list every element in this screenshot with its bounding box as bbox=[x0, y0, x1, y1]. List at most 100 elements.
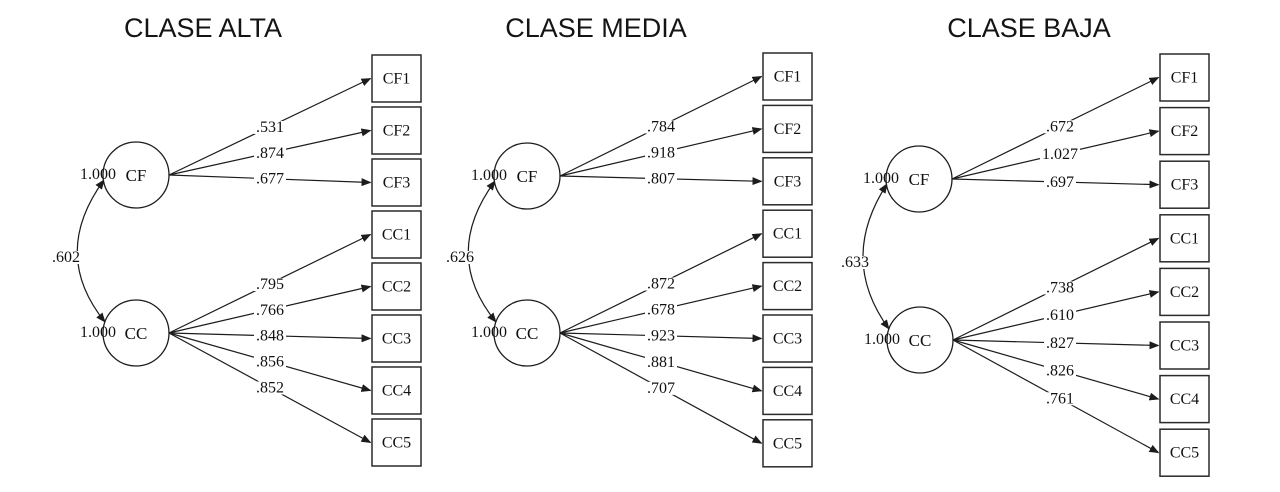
loading-label-CF-CF1: .784 bbox=[647, 118, 675, 135]
indicator-CF2-label: CF2 bbox=[774, 121, 802, 138]
indicator-CC4-box bbox=[762, 366, 813, 416]
loading-label-CF-CF3: .677 bbox=[256, 171, 284, 188]
label-mask bbox=[1044, 336, 1076, 350]
loading-label-CC-CC2: .678 bbox=[647, 302, 675, 319]
indicator-CC3-label: CC3 bbox=[1170, 338, 1199, 355]
indicator-CC5-box bbox=[1159, 428, 1210, 477]
label-mask bbox=[254, 303, 286, 317]
variance-label-CC: 1.000 bbox=[80, 324, 116, 341]
label-mask bbox=[1044, 120, 1076, 134]
indicator-CC4-box bbox=[1159, 374, 1210, 424]
indicator-CF1-label: CF1 bbox=[383, 71, 411, 88]
loading-label-CC-CC5: .852 bbox=[256, 379, 284, 396]
loading-label-CC-CC4: .826 bbox=[1046, 363, 1074, 380]
indicator-CC1-box bbox=[762, 209, 813, 258]
label-mask bbox=[254, 355, 286, 369]
indicator-CF3-label: CF3 bbox=[383, 175, 411, 192]
covariance-label: .626 bbox=[446, 249, 474, 266]
variance-label-CC: 1.000 bbox=[864, 331, 900, 348]
label-mask bbox=[645, 303, 677, 317]
latent-CC-circle bbox=[493, 299, 561, 367]
indicator-CC4-label: CC4 bbox=[1170, 391, 1199, 408]
indicator-CF3-box bbox=[1159, 160, 1210, 209]
covariance-label: .602 bbox=[52, 249, 80, 266]
indicator-CC2-label: CC2 bbox=[382, 279, 411, 296]
indicator-CC4-label: CC4 bbox=[773, 383, 802, 400]
indicator-CF3-label: CF3 bbox=[1171, 177, 1199, 194]
indicator-CF1-box bbox=[762, 52, 813, 101]
indicator-CC4-box bbox=[371, 366, 422, 415]
label-mask bbox=[1044, 309, 1076, 323]
label-mask bbox=[645, 355, 677, 369]
indicator-CC5-label: CC5 bbox=[773, 435, 802, 452]
loading-label-CF-CF3: .807 bbox=[647, 171, 675, 188]
loading-label-CC-CC5: .707 bbox=[647, 380, 675, 397]
indicator-CF2-box bbox=[1159, 106, 1210, 156]
variance-label-CF: 1.000 bbox=[863, 170, 899, 187]
label-mask bbox=[254, 146, 286, 160]
latent-CC-circle bbox=[102, 299, 170, 367]
loading-label-CC-CC3: .923 bbox=[647, 328, 675, 345]
latent-CC-label: CC bbox=[909, 331, 932, 350]
loading-label-CF-CF2: .874 bbox=[256, 145, 284, 162]
panel-title-clase-baja: CLASE BAJA bbox=[947, 13, 1111, 43]
latent-CC-circle bbox=[886, 306, 954, 374]
indicator-CC1-label: CC1 bbox=[773, 226, 802, 243]
label-mask bbox=[839, 256, 871, 269]
variance-label-CF: 1.000 bbox=[471, 167, 507, 184]
indicator-CC1-box bbox=[1159, 214, 1210, 263]
indicator-CF2-label: CF2 bbox=[1171, 123, 1199, 140]
variance-label-CF: 1.000 bbox=[80, 166, 116, 183]
indicator-CF3-box bbox=[762, 157, 813, 206]
label-mask bbox=[254, 329, 286, 343]
indicator-CF1-label: CF1 bbox=[1171, 70, 1199, 87]
indicator-CF2-box bbox=[371, 106, 422, 155]
latent-CF-label: CF bbox=[909, 170, 930, 189]
indicator-CF3-box bbox=[371, 158, 422, 207]
label-mask bbox=[645, 381, 677, 395]
loading-label-CF-CF2: .918 bbox=[647, 145, 675, 162]
indicator-CC4-label: CC4 bbox=[382, 383, 411, 400]
latent-CC-label: CC bbox=[516, 324, 539, 343]
loading-label-CC-CC4: .881 bbox=[647, 354, 675, 371]
label-mask bbox=[645, 120, 677, 134]
indicator-CC2-box bbox=[762, 261, 813, 311]
panel-3: CF1CF2CF3CC1CC2CC3CC4CC5CF1.000.6721.027… bbox=[839, 53, 1210, 477]
latent-CF-label: CF bbox=[126, 166, 147, 185]
indicator-CC5-box bbox=[371, 418, 422, 467]
label-mask bbox=[645, 277, 677, 291]
indicator-CC2-box bbox=[371, 262, 422, 311]
indicator-CF3-label: CF3 bbox=[774, 173, 802, 190]
loading-label-CC-CC3: .848 bbox=[256, 328, 284, 345]
label-mask bbox=[645, 172, 677, 186]
indicator-CC3-box bbox=[371, 314, 422, 363]
loading-label-CF-CF2: 1.027 bbox=[1042, 146, 1078, 163]
indicator-CC3-label: CC3 bbox=[382, 331, 411, 348]
loading-label-CC-CC1: .738 bbox=[1046, 279, 1074, 296]
indicator-CF2-label: CF2 bbox=[383, 123, 411, 140]
indicator-CF1-box bbox=[1159, 53, 1210, 102]
indicator-CF1-label: CF1 bbox=[774, 69, 802, 86]
panel-title-clase-alta: CLASE ALTA bbox=[123, 13, 283, 43]
loading-label-CC-CC2: .766 bbox=[256, 302, 284, 319]
label-mask bbox=[254, 120, 286, 134]
loading-label-CC-CC3: .827 bbox=[1046, 335, 1074, 352]
label-mask bbox=[1040, 148, 1080, 162]
latent-CF-circle bbox=[885, 145, 953, 213]
loading-label-CF-CF3: .697 bbox=[1046, 174, 1074, 191]
label-mask bbox=[1044, 392, 1076, 406]
loading-label-CC-CC1: .795 bbox=[256, 276, 284, 293]
latent-CF-circle bbox=[102, 141, 170, 209]
label-mask bbox=[254, 381, 286, 395]
label-mask bbox=[254, 277, 286, 291]
label-mask bbox=[1044, 364, 1076, 378]
panel-1: CF1CF2CF3CC1CC2CC3CC4CC5CF1.000.531.874.… bbox=[50, 54, 422, 467]
indicator-CC2-label: CC2 bbox=[1170, 284, 1199, 301]
indicator-CC1-label: CC1 bbox=[1170, 230, 1199, 247]
panel-title-clase-media: CLASE MEDIA bbox=[505, 13, 687, 43]
latent-CF-circle bbox=[493, 142, 561, 210]
indicator-CC1-label: CC1 bbox=[382, 227, 411, 244]
label-mask bbox=[50, 251, 82, 264]
indicator-CC2-label: CC2 bbox=[773, 278, 802, 295]
